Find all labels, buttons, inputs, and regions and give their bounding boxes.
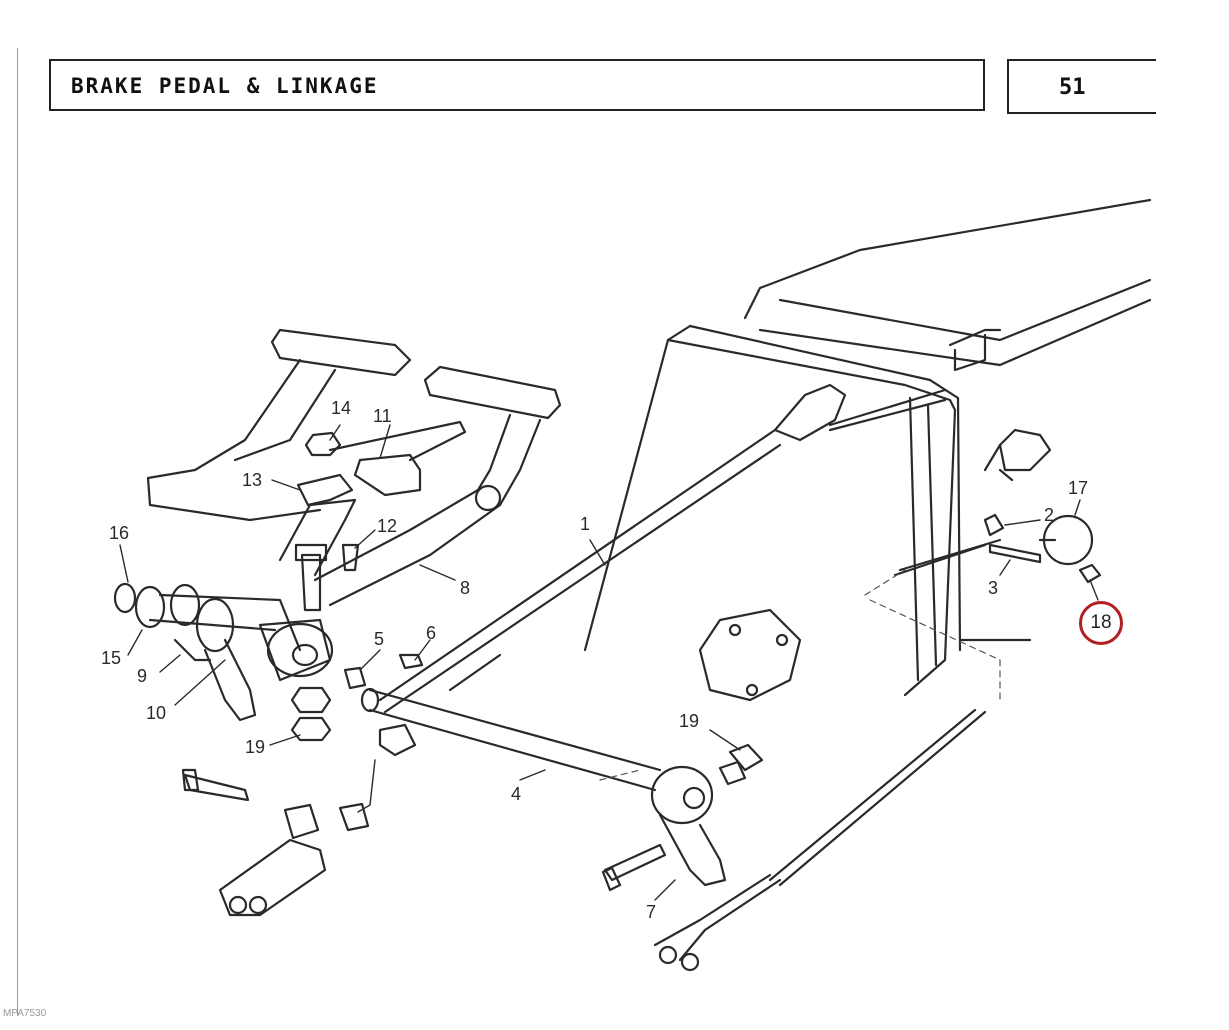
callout-7: 7 [646,902,656,922]
dashed-guide-lines [599,569,1001,781]
callout-19-right: 19 [679,711,699,731]
chassis-frame [583,198,1152,697]
callout-5: 5 [374,629,384,649]
callout-10: 10 [146,703,166,723]
callout-8: 8 [460,578,470,598]
pedal-cross-shaft [113,498,357,722]
callout-13: 13 [242,470,262,490]
cross-shaft-rear [360,687,727,892]
highlighted-callout-ring [1079,601,1123,645]
drawing-reference-code: MPA7530 [3,1008,47,1019]
page-number: 51 [1059,75,1086,100]
callout-2: 2 [1044,505,1054,525]
callout-15: 15 [101,648,121,668]
fasteners-left [181,420,467,840]
callout-18-highlighted: 18 [1090,612,1112,633]
mounting-plate [698,608,802,702]
callout-12: 12 [377,516,397,536]
callout-17: 17 [1068,478,1088,498]
callout-labels: 1 2 3 4 5 6 7 8 9 10 11 12 13 14 15 16 1… [101,398,1088,922]
margin-rule [17,48,18,1016]
leader-lines [119,424,1099,901]
callout-16: 16 [109,523,129,543]
callout-6: 6 [426,623,436,643]
callout-4: 4 [511,784,521,804]
callout-9: 9 [137,666,147,686]
callout-3: 3 [988,578,998,598]
callout-1: 1 [580,514,590,534]
title-box: BRAKE PEDAL & LINKAGE [49,59,985,111]
callout-14: 14 [331,398,351,418]
rear-rod-clevis [653,708,987,972]
brake-rod [378,383,947,714]
clevis-left [218,838,327,917]
brake-pedals [146,328,562,607]
callout-19-left: 19 [245,737,265,757]
callout-11: 11 [373,406,392,426]
page-number-box: 51 [1007,59,1156,114]
diagram-title: BRAKE PEDAL & LINKAGE [71,74,379,98]
fasteners-right [718,428,1102,786]
